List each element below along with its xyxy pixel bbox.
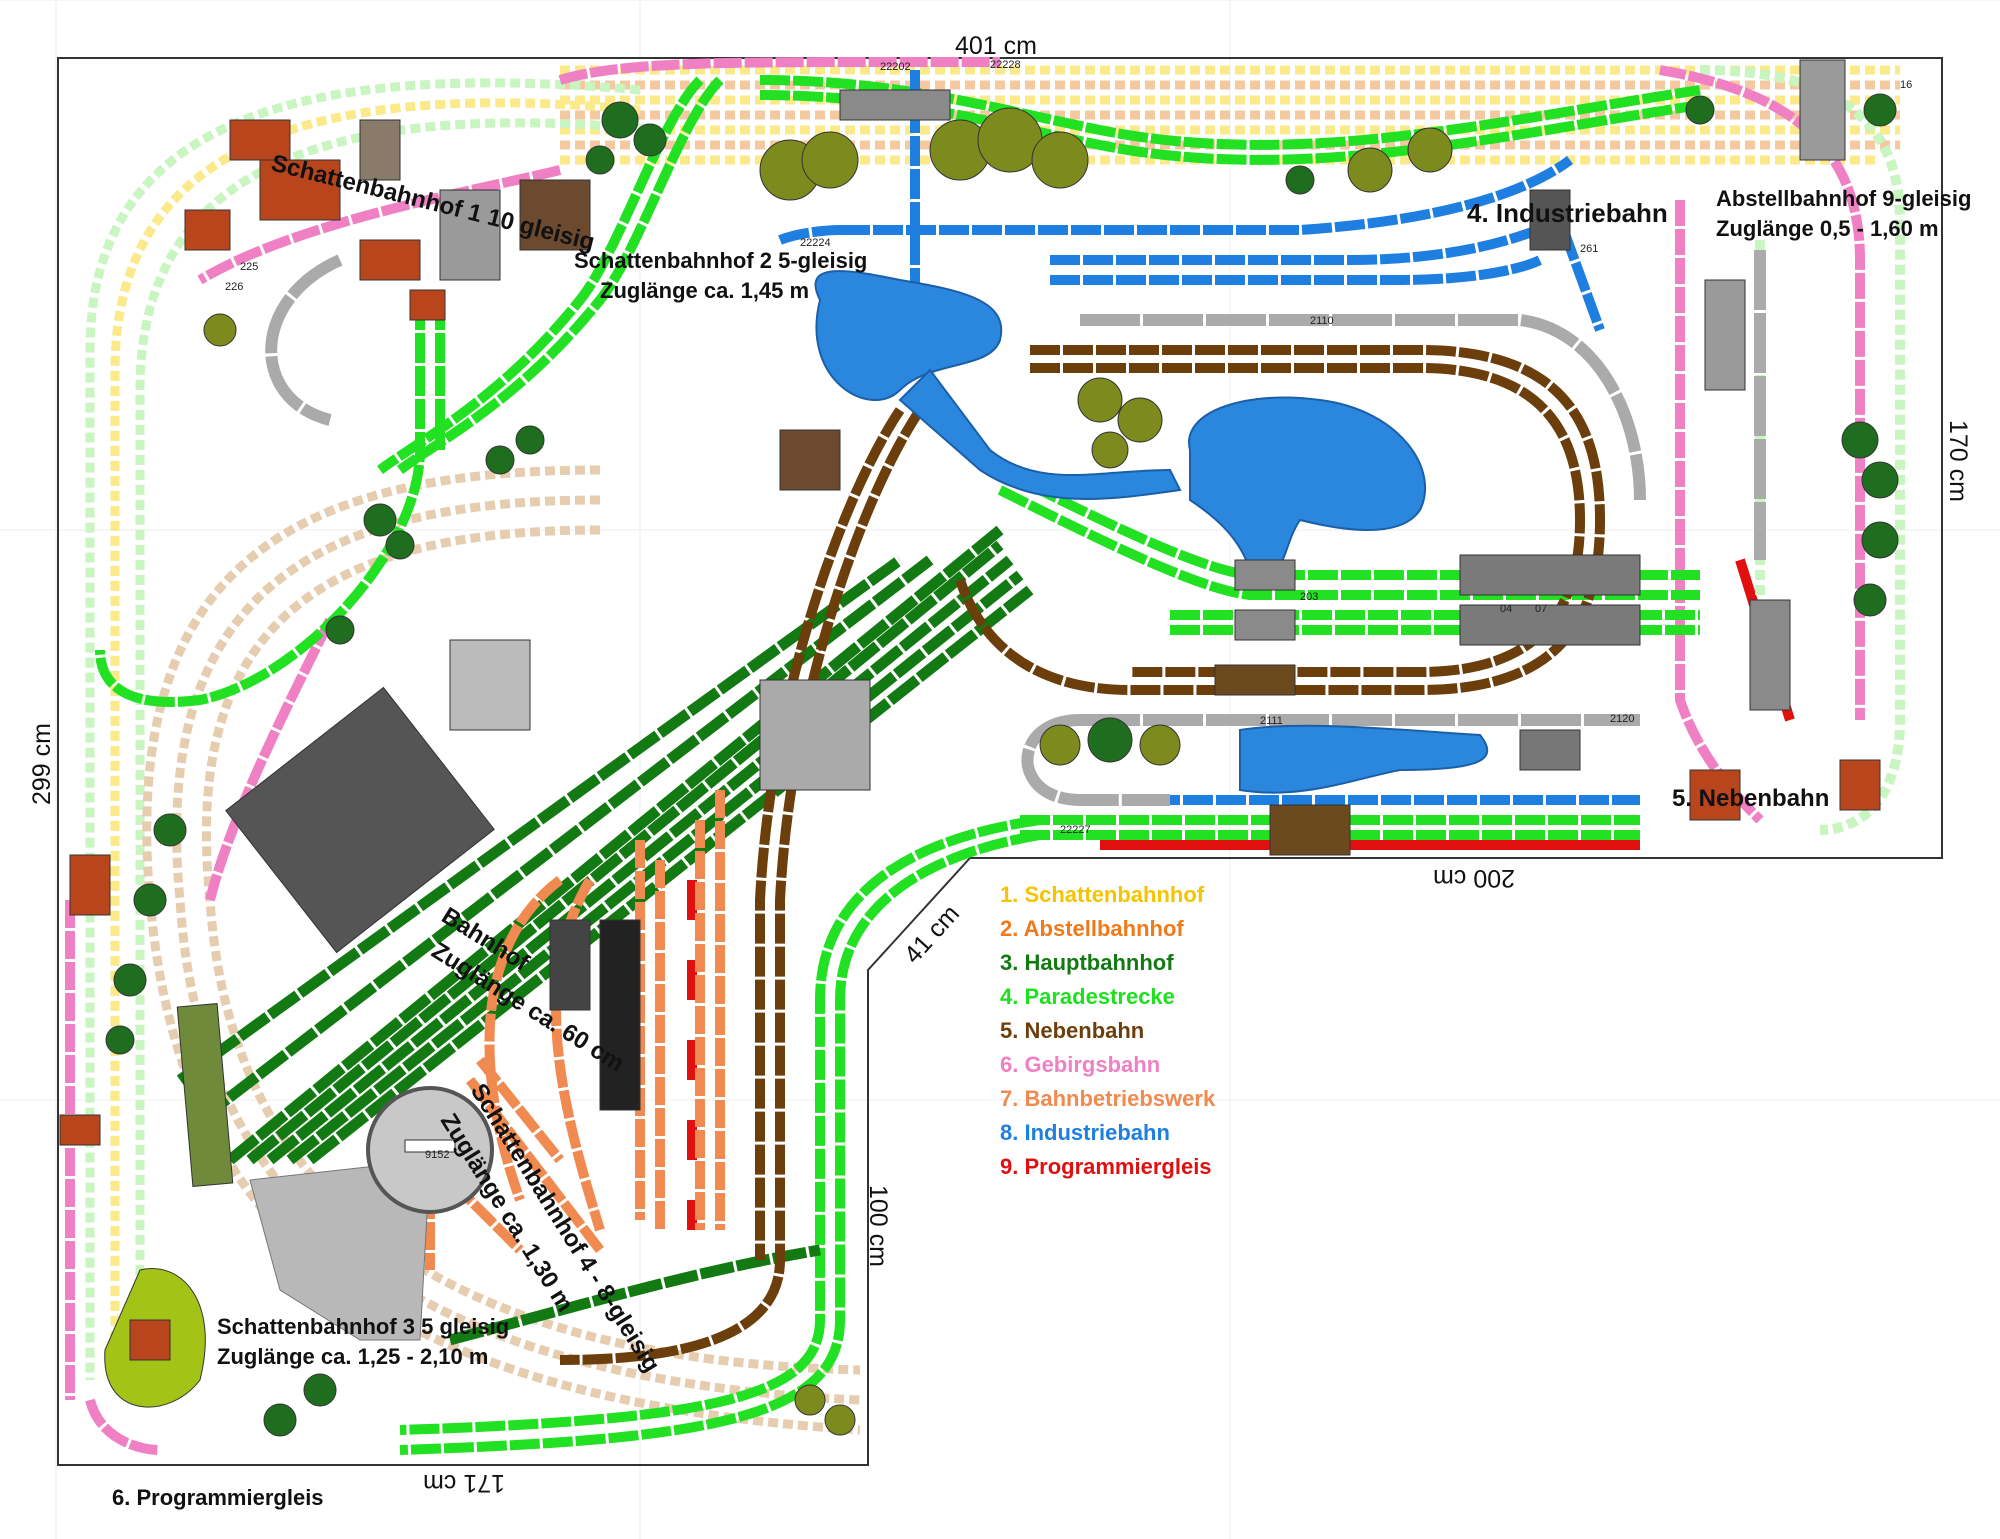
label-schattenbahnhof-2: Schattenbahnhof 2 5-gleisig [574,248,867,273]
roundhouse [249,1086,494,1341]
label-industriebahn: 4. Industriebahn [1467,198,1668,228]
track-number: 22228 [990,59,1021,71]
grey-tracks [265,250,1766,806]
board-outline [57,57,1943,1466]
lake-stream [898,368,1182,500]
dim-right: 170 cm [1944,420,1972,502]
legend-item-hauptbahnhof: 3. Hauptbahnhof [1000,950,1174,975]
label-programmiergleis: 6. Programmiergleis [112,1485,324,1510]
label-abstellbahnhof-length: Zuglänge 0,5 - 1,60 m [1716,216,1939,241]
legend-item-programmiergleis: 9. Programmiergleis [1000,1154,1212,1179]
track-number: 16 [1900,79,1912,91]
dim-left: 299 cm [28,723,56,805]
track-number: 22224 [800,237,831,249]
trees [105,93,1899,1437]
track-number: 261 [1580,243,1598,255]
lakes [814,270,1489,794]
track-number: 22202 [880,61,911,73]
legend-item-abstellbahnhof: 2. Abstellbahnhof [1000,916,1184,941]
legend-item-bahnbetriebswerk: 7. Bahnbetriebswerk [1000,1086,1216,1111]
label-schattenbahnhof-2-length: Zuglänge ca. 1,45 m [600,278,809,303]
label-schattenbahnhof-3-length: Zuglänge ca. 1,25 - 2,10 m [217,1344,488,1369]
gebirgsbahn [65,57,1000,1455]
legend: 1. Schattenbahnhof 2. Abstellbahnhof 3. … [1000,878,1215,1184]
lake-lower [1239,724,1489,794]
track-number: 2120 [1610,713,1634,725]
legend-item-industriebahn: 8. Industriebahn [1000,1120,1170,1145]
track-piece-numbers: 22202 203 22228 2111 2110 2120 261 225 2… [225,59,1912,1161]
label-schattenbahnhof-3: Schattenbahnhof 3 5 gleisig [217,1314,509,1339]
lake-right [1188,396,1426,573]
dim-notch-vertical: 100 cm [864,1185,892,1267]
buildings [59,59,1881,1408]
track-number: 225 [240,261,258,273]
legend-item-gebirgsbahn: 6. Gebirgsbahn [1000,1052,1161,1077]
dim-bottom: 171 cm [423,1469,505,1497]
dim-top: 401 cm [955,32,1037,60]
track-number: 2111 [1260,715,1283,727]
legend-item-nebenbahn: 5. Nebenbahn [1000,1018,1145,1043]
track-number: 2110 [1310,315,1334,327]
track-number: 226 [225,281,243,293]
bridges [176,89,1641,1187]
track-number: 22227 [1060,824,1091,836]
label-nebenbahn: 5. Nebenbahn [1672,785,1829,812]
label-abstellbahnhof: Abstellbahnhof 9-gleisig [1716,186,1971,211]
track-number: 9152 [425,1149,449,1161]
legend-item-paradestrecke: 4. Paradestrecke [1000,984,1175,1009]
legend-item-schattenbahnhof: 1. Schattenbahnhof [1000,882,1205,907]
dim-notch-diagonal: 41 cm [899,900,965,969]
lake-upper [814,270,1003,401]
dim-notch-bottom: 200 cm [1433,864,1515,892]
track-number: 203 [1300,591,1318,603]
track-number: 07 [1535,603,1547,615]
track-number: 04 [1500,603,1512,615]
